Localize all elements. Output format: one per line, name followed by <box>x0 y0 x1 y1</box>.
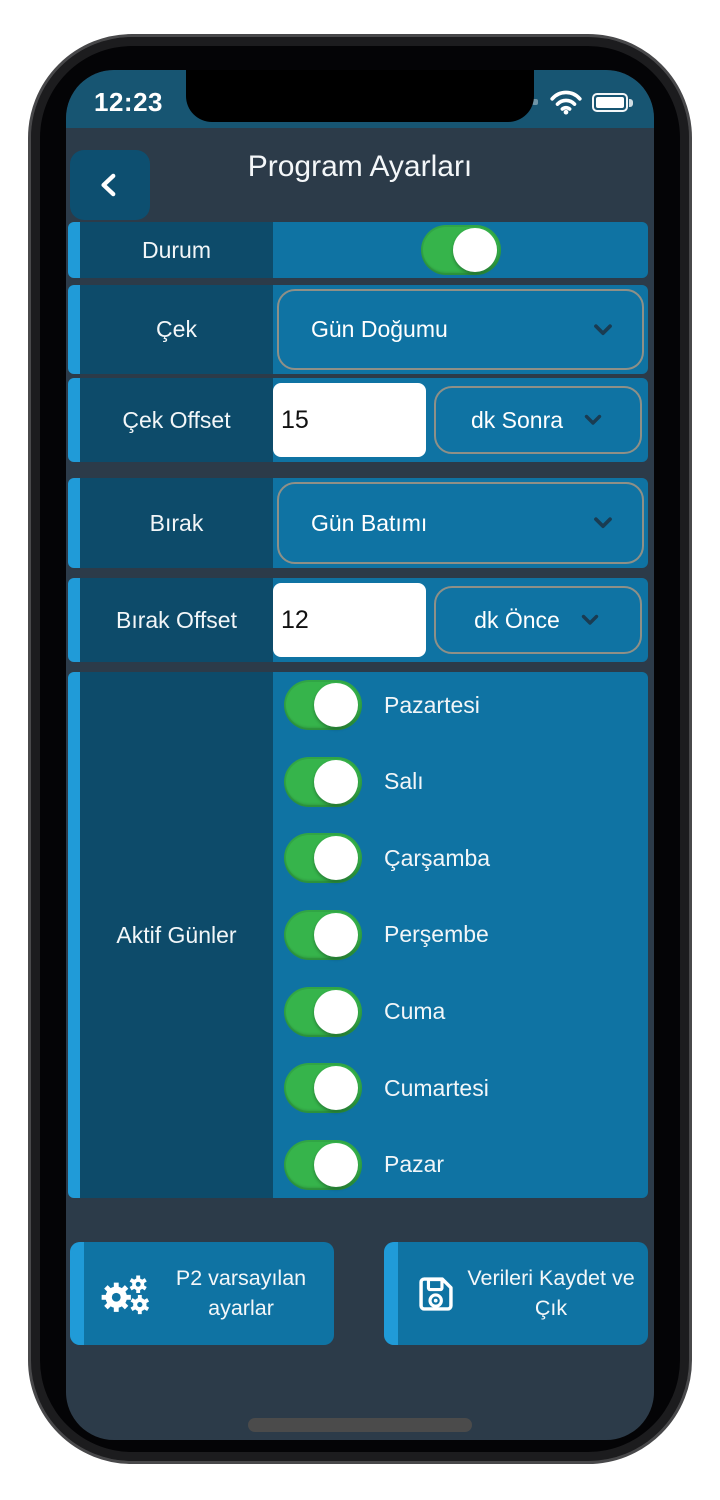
birak-select-value: Gün Batımı <box>311 509 428 536</box>
day-row-cumartesi[interactable]: Cumartesi <box>273 1063 648 1114</box>
cek-select-value: Gün Doğumu <box>311 316 448 342</box>
chevron-left-icon <box>101 173 116 197</box>
cek-offset-unit-value: dk Sonra <box>470 406 564 433</box>
toggle-knob <box>314 759 358 804</box>
day-row-persembe[interactable]: Perşembe <box>273 909 648 960</box>
toggle-knob <box>452 228 497 272</box>
durum-label: Durum <box>141 236 211 263</box>
cek-offset-input[interactable] <box>273 383 426 457</box>
birak-offset-label: Bırak Offset <box>115 606 237 633</box>
day-label: Salı <box>384 768 424 795</box>
day-label: Pazar <box>384 1151 445 1178</box>
accent-bar <box>68 578 80 662</box>
row-aktif-gunler: Aktif Günler Pazartesi Salı Çarşamba <box>68 672 648 1198</box>
toggle-knob <box>314 989 358 1034</box>
page-title: Program Ayarları <box>247 150 473 183</box>
status-time: 12:23 <box>94 86 163 117</box>
toggle-knob <box>314 683 358 727</box>
cek-select[interactable]: Gün Doğumu <box>277 289 644 370</box>
row-durum: Durum <box>68 222 648 278</box>
chevron-down-icon <box>594 323 612 335</box>
birak-select[interactable]: Gün Batımı <box>277 482 644 564</box>
cek-offset-unit-select[interactable]: dk Sonra <box>434 386 642 454</box>
save-exit-button-label: Verileri Kaydet ve Çık <box>467 1266 635 1320</box>
toggle-knob <box>314 912 358 957</box>
accent-bar <box>68 285 80 374</box>
save-icon <box>414 1272 458 1316</box>
day-row-pazartesi[interactable]: Pazartesi <box>273 680 648 730</box>
aktif-gunler-label: Aktif Günler <box>116 921 237 948</box>
screen: 12:23 <box>66 70 654 1440</box>
row-cek-offset: Çek Offset dk Sonra <box>68 378 648 462</box>
chevron-down-icon <box>584 414 602 425</box>
day-row-pazar[interactable]: Pazar <box>273 1139 648 1190</box>
cek-label: Çek <box>156 316 197 342</box>
accent-bar <box>68 222 80 278</box>
day-toggle[interactable] <box>284 909 362 960</box>
day-toggle[interactable] <box>284 1139 362 1190</box>
accent-bar <box>384 1242 398 1345</box>
status-icons <box>499 89 633 115</box>
row-cek: Çek Gün Doğumu <box>68 285 648 374</box>
day-label: Çarşamba <box>384 844 491 871</box>
accent-bar <box>68 672 80 1198</box>
accent-bar <box>70 1242 84 1345</box>
accent-bar <box>68 378 80 462</box>
birak-label: Bırak <box>149 509 204 536</box>
gears-icon <box>100 1271 152 1317</box>
day-toggle[interactable] <box>284 756 362 807</box>
toggle-knob <box>314 1066 358 1111</box>
birak-offset-unit-value: dk Önce <box>474 606 560 633</box>
day-toggle[interactable] <box>284 986 362 1037</box>
toggle-knob <box>314 836 358 881</box>
day-label: Pazartesi <box>384 691 480 718</box>
notch <box>186 70 534 122</box>
save-exit-button[interactable]: Verileri Kaydet ve Çık <box>384 1242 648 1345</box>
wifi-icon <box>550 90 582 115</box>
durum-toggle[interactable] <box>420 225 501 275</box>
day-row-carsamba[interactable]: Çarşamba <box>273 833 648 884</box>
defaults-button-label: P2 varsayılan ayarlar <box>175 1266 307 1320</box>
defaults-button[interactable]: P2 varsayılan ayarlar <box>70 1242 334 1345</box>
accent-bar <box>68 478 80 568</box>
chevron-down-icon <box>594 517 612 529</box>
day-label: Cumartesi <box>384 1074 489 1101</box>
day-toggle[interactable] <box>284 680 362 730</box>
chevron-down-icon <box>581 614 599 625</box>
day-toggle[interactable] <box>284 833 362 884</box>
back-button[interactable] <box>70 150 150 220</box>
day-label: Perşembe <box>384 921 489 948</box>
home-indicator[interactable] <box>248 1418 472 1432</box>
row-birak-offset: Bırak Offset dk Önce <box>68 578 648 662</box>
days-list: Pazartesi Salı Çarşamba Perşembe <box>273 672 648 1198</box>
birak-offset-input[interactable] <box>273 583 426 657</box>
toggle-knob <box>314 1142 358 1187</box>
battery-icon <box>592 92 633 112</box>
row-birak: Bırak Gün Batımı <box>68 478 648 568</box>
phone-frame: 12:23 <box>28 34 692 1464</box>
birak-offset-unit-select[interactable]: dk Önce <box>434 586 642 654</box>
day-label: Cuma <box>384 998 446 1025</box>
day-row-sali[interactable]: Salı <box>273 756 648 807</box>
day-toggle[interactable] <box>284 1063 362 1114</box>
cek-offset-label: Çek Offset <box>122 406 231 433</box>
day-row-cuma[interactable]: Cuma <box>273 986 648 1037</box>
